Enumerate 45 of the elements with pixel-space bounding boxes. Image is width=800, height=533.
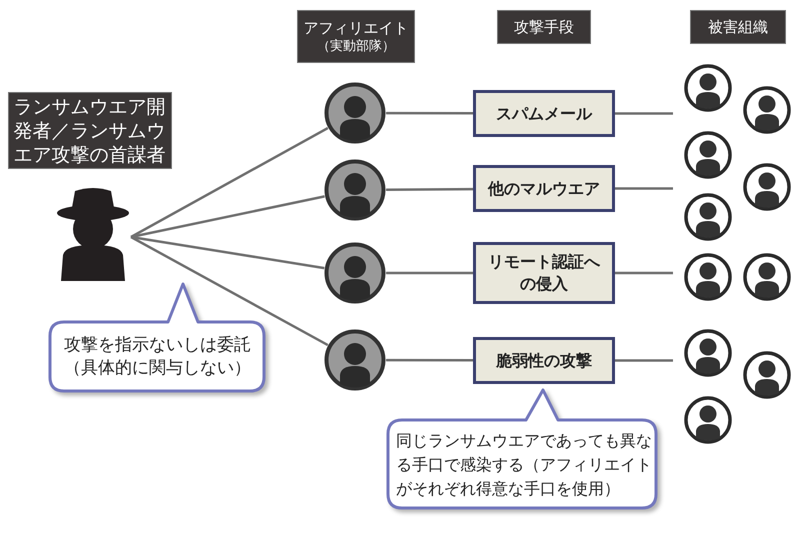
method-text: 脆弱性の攻撃 [494,350,593,372]
connector-line [615,112,673,115]
connector-line [386,272,473,274]
person-icon [684,193,732,241]
header-text: 攻撃手段 [514,17,574,37]
connector-line [615,359,673,362]
masked-person-icon [324,82,386,144]
masked-person-icon [324,329,386,391]
masked-person-icon [324,242,386,304]
header-label [690,10,786,44]
person-icon [743,86,791,134]
person-icon [743,351,791,399]
header-text: （実動部隊） [317,38,395,56]
connector-line [130,195,325,238]
hacker-icon [55,185,131,281]
connector-line [386,188,473,191]
callout-text: 同じランサムウエアであっても異なる手口で感染する（アフィリエイトがそれぞれ得意な手口を使用） [396,430,652,500]
callout-text: 攻撃を指示ないしは委託（具体的に関与しない） [64,334,252,380]
connector-line [130,236,328,346]
role-text: ランサムウエア開発者／ランサムウエア攻撃の首謀者 [14,94,166,166]
person-icon [684,396,732,444]
person-icon [684,64,732,112]
connector-line [130,126,328,238]
header-text: アフィリエイト [304,18,408,38]
method-text: リモート認証への侵入 [487,251,601,295]
header-text: 被害組織 [708,17,768,37]
masked-person-icon [324,159,386,221]
connector-line [615,187,673,190]
method-text: スパムメール [495,102,594,124]
person-icon [743,163,791,211]
connector-line [386,358,473,362]
connector-line [615,272,673,274]
person-icon [684,131,732,179]
method-box [473,165,615,212]
method-text: 他のマルウエア [486,178,601,200]
person-icon [743,253,791,301]
connector-line [386,112,473,115]
method-box [473,90,615,137]
person-icon [684,253,732,301]
header-label [297,10,415,63]
method-box [473,242,615,304]
header-label [497,10,591,44]
method-box [473,337,615,384]
person-icon [684,329,732,377]
connector-line [130,236,325,270]
